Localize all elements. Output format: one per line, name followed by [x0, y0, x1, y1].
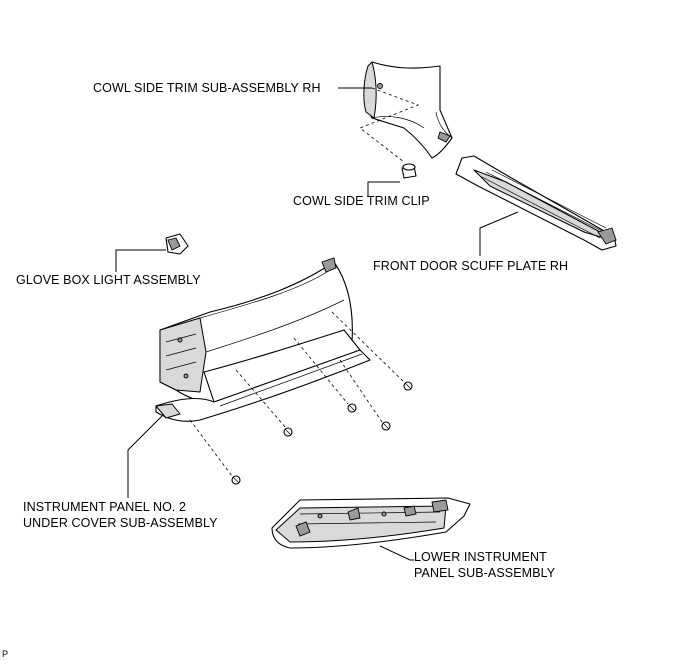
label-cowl-side-trim-clip: COWL SIDE TRIM CLIP: [293, 194, 430, 208]
cowl-side-trim-part: [363, 61, 453, 159]
label-front-door-scuff-plate: FRONT DOOR SCUFF PLATE RH: [373, 259, 569, 273]
front-door-scuff-plate-part: [455, 155, 617, 251]
cowl-side-trim-clip-part: [401, 163, 417, 179]
screw: [403, 381, 413, 391]
screw: [231, 475, 241, 485]
label-lower-panel-line2: PANEL SUB-ASSEMBLY: [414, 566, 556, 580]
label-cowl-side-trim: COWL SIDE TRIM SUB-ASSEMBLY RH: [93, 81, 321, 95]
label-lower-panel-line1: LOWER INSTRUMENT: [414, 550, 547, 564]
screw: [347, 403, 357, 413]
screw: [381, 421, 391, 431]
under-cover-part: [155, 257, 371, 422]
screw: [283, 427, 293, 437]
label-under-cover-line2: UNDER COVER SUB-ASSEMBLY: [23, 516, 218, 530]
lower-instrument-panel-part: [271, 497, 471, 549]
label-glove-box-light: GLOVE BOX LIGHT ASSEMBLY: [16, 273, 201, 287]
label-under-cover-line1: INSTRUMENT PANEL NO. 2: [23, 500, 187, 514]
glove-box-light-part: [165, 233, 189, 255]
corner-mark: P: [2, 649, 9, 659]
screws: [231, 381, 413, 485]
